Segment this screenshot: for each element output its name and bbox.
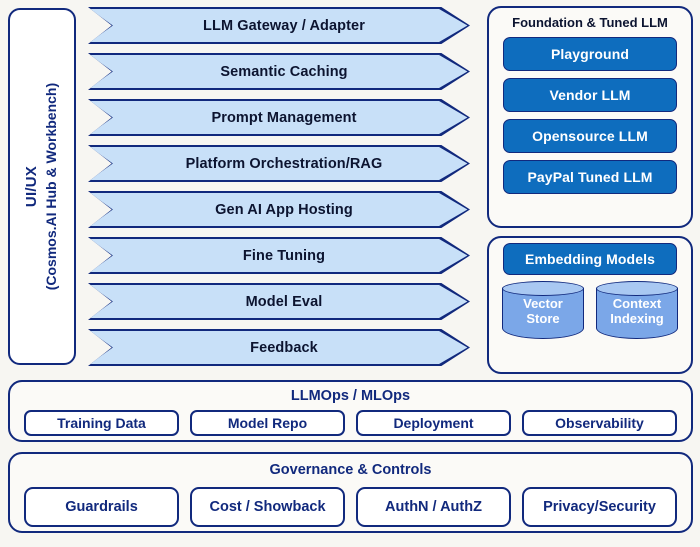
- governance-item-cost-showback[interactable]: Cost / Showback: [190, 487, 345, 527]
- foundation-llm-panel: Foundation & Tuned LLM Playground Vendor…: [487, 6, 693, 228]
- chevron-shape-icon: [88, 191, 470, 228]
- embedding-panel: Embedding Models Vector Store Context In…: [487, 236, 693, 374]
- context-indexing-label: Context Indexing: [596, 296, 678, 327]
- chevron-shape-icon: [88, 53, 470, 90]
- capability-chevron[interactable]: Fine Tuning: [88, 237, 470, 274]
- uiux-panel: UI/UX (Cosmos.AI Hub & Workbench): [8, 8, 76, 365]
- governance-item-privacy-security[interactable]: Privacy/Security: [522, 487, 677, 527]
- llmops-panel-title: LLMOps / MLOps: [290, 388, 411, 404]
- capability-chevron[interactable]: Prompt Management: [88, 99, 470, 136]
- capability-label: Feedback: [250, 339, 318, 356]
- uiux-label-line2: (Cosmos.AI Hub & Workbench): [43, 82, 60, 291]
- capability-label: Gen AI App Hosting: [215, 201, 353, 218]
- governance-panel-title: Governance & Controls: [269, 462, 432, 478]
- capability-chevron[interactable]: LLM Gateway / Adapter: [88, 7, 470, 44]
- capability-label: Model Eval: [245, 293, 323, 310]
- foundation-panel-title: Foundation & Tuned LLM: [512, 15, 668, 30]
- governance-panel: Governance & Controls Guardrails Cost / …: [8, 452, 693, 533]
- llmops-item-model-repo[interactable]: Model Repo: [190, 410, 345, 436]
- llmops-item-deployment[interactable]: Deployment: [356, 410, 511, 436]
- capability-label: Prompt Management: [211, 109, 357, 126]
- uiux-label: UI/UX (Cosmos.AI Hub & Workbench): [22, 83, 61, 290]
- vector-store-label-line1: Vector: [523, 296, 563, 311]
- embedding-models-button[interactable]: Embedding Models: [503, 243, 677, 275]
- context-indexing-cylinder[interactable]: Context Indexing: [596, 281, 678, 339]
- chevron-shape-icon: [88, 237, 470, 274]
- capability-label: Platform Orchestration/RAG: [185, 155, 383, 172]
- capability-chevron[interactable]: Feedback: [88, 329, 470, 366]
- datastore-row: Vector Store Context Indexing: [489, 281, 691, 339]
- capability-label: LLM Gateway / Adapter: [203, 17, 365, 34]
- foundation-item-playground[interactable]: Playground: [503, 37, 677, 71]
- capability-chevron[interactable]: Model Eval: [88, 283, 470, 320]
- governance-item-row: Guardrails Cost / Showback AuthN / AuthZ…: [10, 487, 691, 527]
- llmops-panel: LLMOps / MLOps Training Data Model Repo …: [8, 380, 693, 442]
- capability-label: Fine Tuning: [242, 247, 326, 264]
- capability-chevron-stack: LLM Gateway / Adapter Semantic Caching P…: [88, 7, 470, 371]
- capability-chevron[interactable]: Platform Orchestration/RAG: [88, 145, 470, 182]
- vector-store-cylinder[interactable]: Vector Store: [502, 281, 584, 339]
- governance-item-guardrails[interactable]: Guardrails: [24, 487, 179, 527]
- chevron-shape-icon: [88, 283, 470, 320]
- llmops-item-training-data[interactable]: Training Data: [24, 410, 179, 436]
- cylinder-top-icon: [596, 281, 678, 296]
- context-indexing-label-line2: Indexing: [610, 310, 664, 326]
- chevron-shape-icon: [88, 145, 470, 182]
- cylinder-body-icon: [596, 288, 678, 339]
- cylinder-body-icon: [502, 288, 584, 339]
- uiux-label-line1: UI/UX: [23, 165, 41, 207]
- context-indexing-label-line1: Context: [612, 296, 662, 311]
- capability-chevron[interactable]: Semantic Caching: [88, 53, 470, 90]
- cylinder-top-icon: [502, 281, 584, 296]
- foundation-item-vendor-llm[interactable]: Vendor LLM: [503, 78, 677, 112]
- vector-store-label: Vector Store: [502, 296, 584, 327]
- foundation-item-opensource-llm[interactable]: Opensource LLM: [503, 119, 677, 153]
- capability-label: Semantic Caching: [220, 63, 348, 80]
- governance-item-authn-authz[interactable]: AuthN / AuthZ: [356, 487, 511, 527]
- chevron-shape-icon: [88, 329, 470, 366]
- chevron-shape-icon: [88, 7, 470, 44]
- vector-store-label-line2: Store: [526, 310, 560, 326]
- chevron-shape-icon: [88, 99, 470, 136]
- llmops-item-observability[interactable]: Observability: [522, 410, 677, 436]
- llmops-item-row: Training Data Model Repo Deployment Obse…: [10, 410, 691, 436]
- foundation-item-paypal-tuned-llm[interactable]: PayPal Tuned LLM: [503, 160, 677, 194]
- capability-chevron[interactable]: Gen AI App Hosting: [88, 191, 470, 228]
